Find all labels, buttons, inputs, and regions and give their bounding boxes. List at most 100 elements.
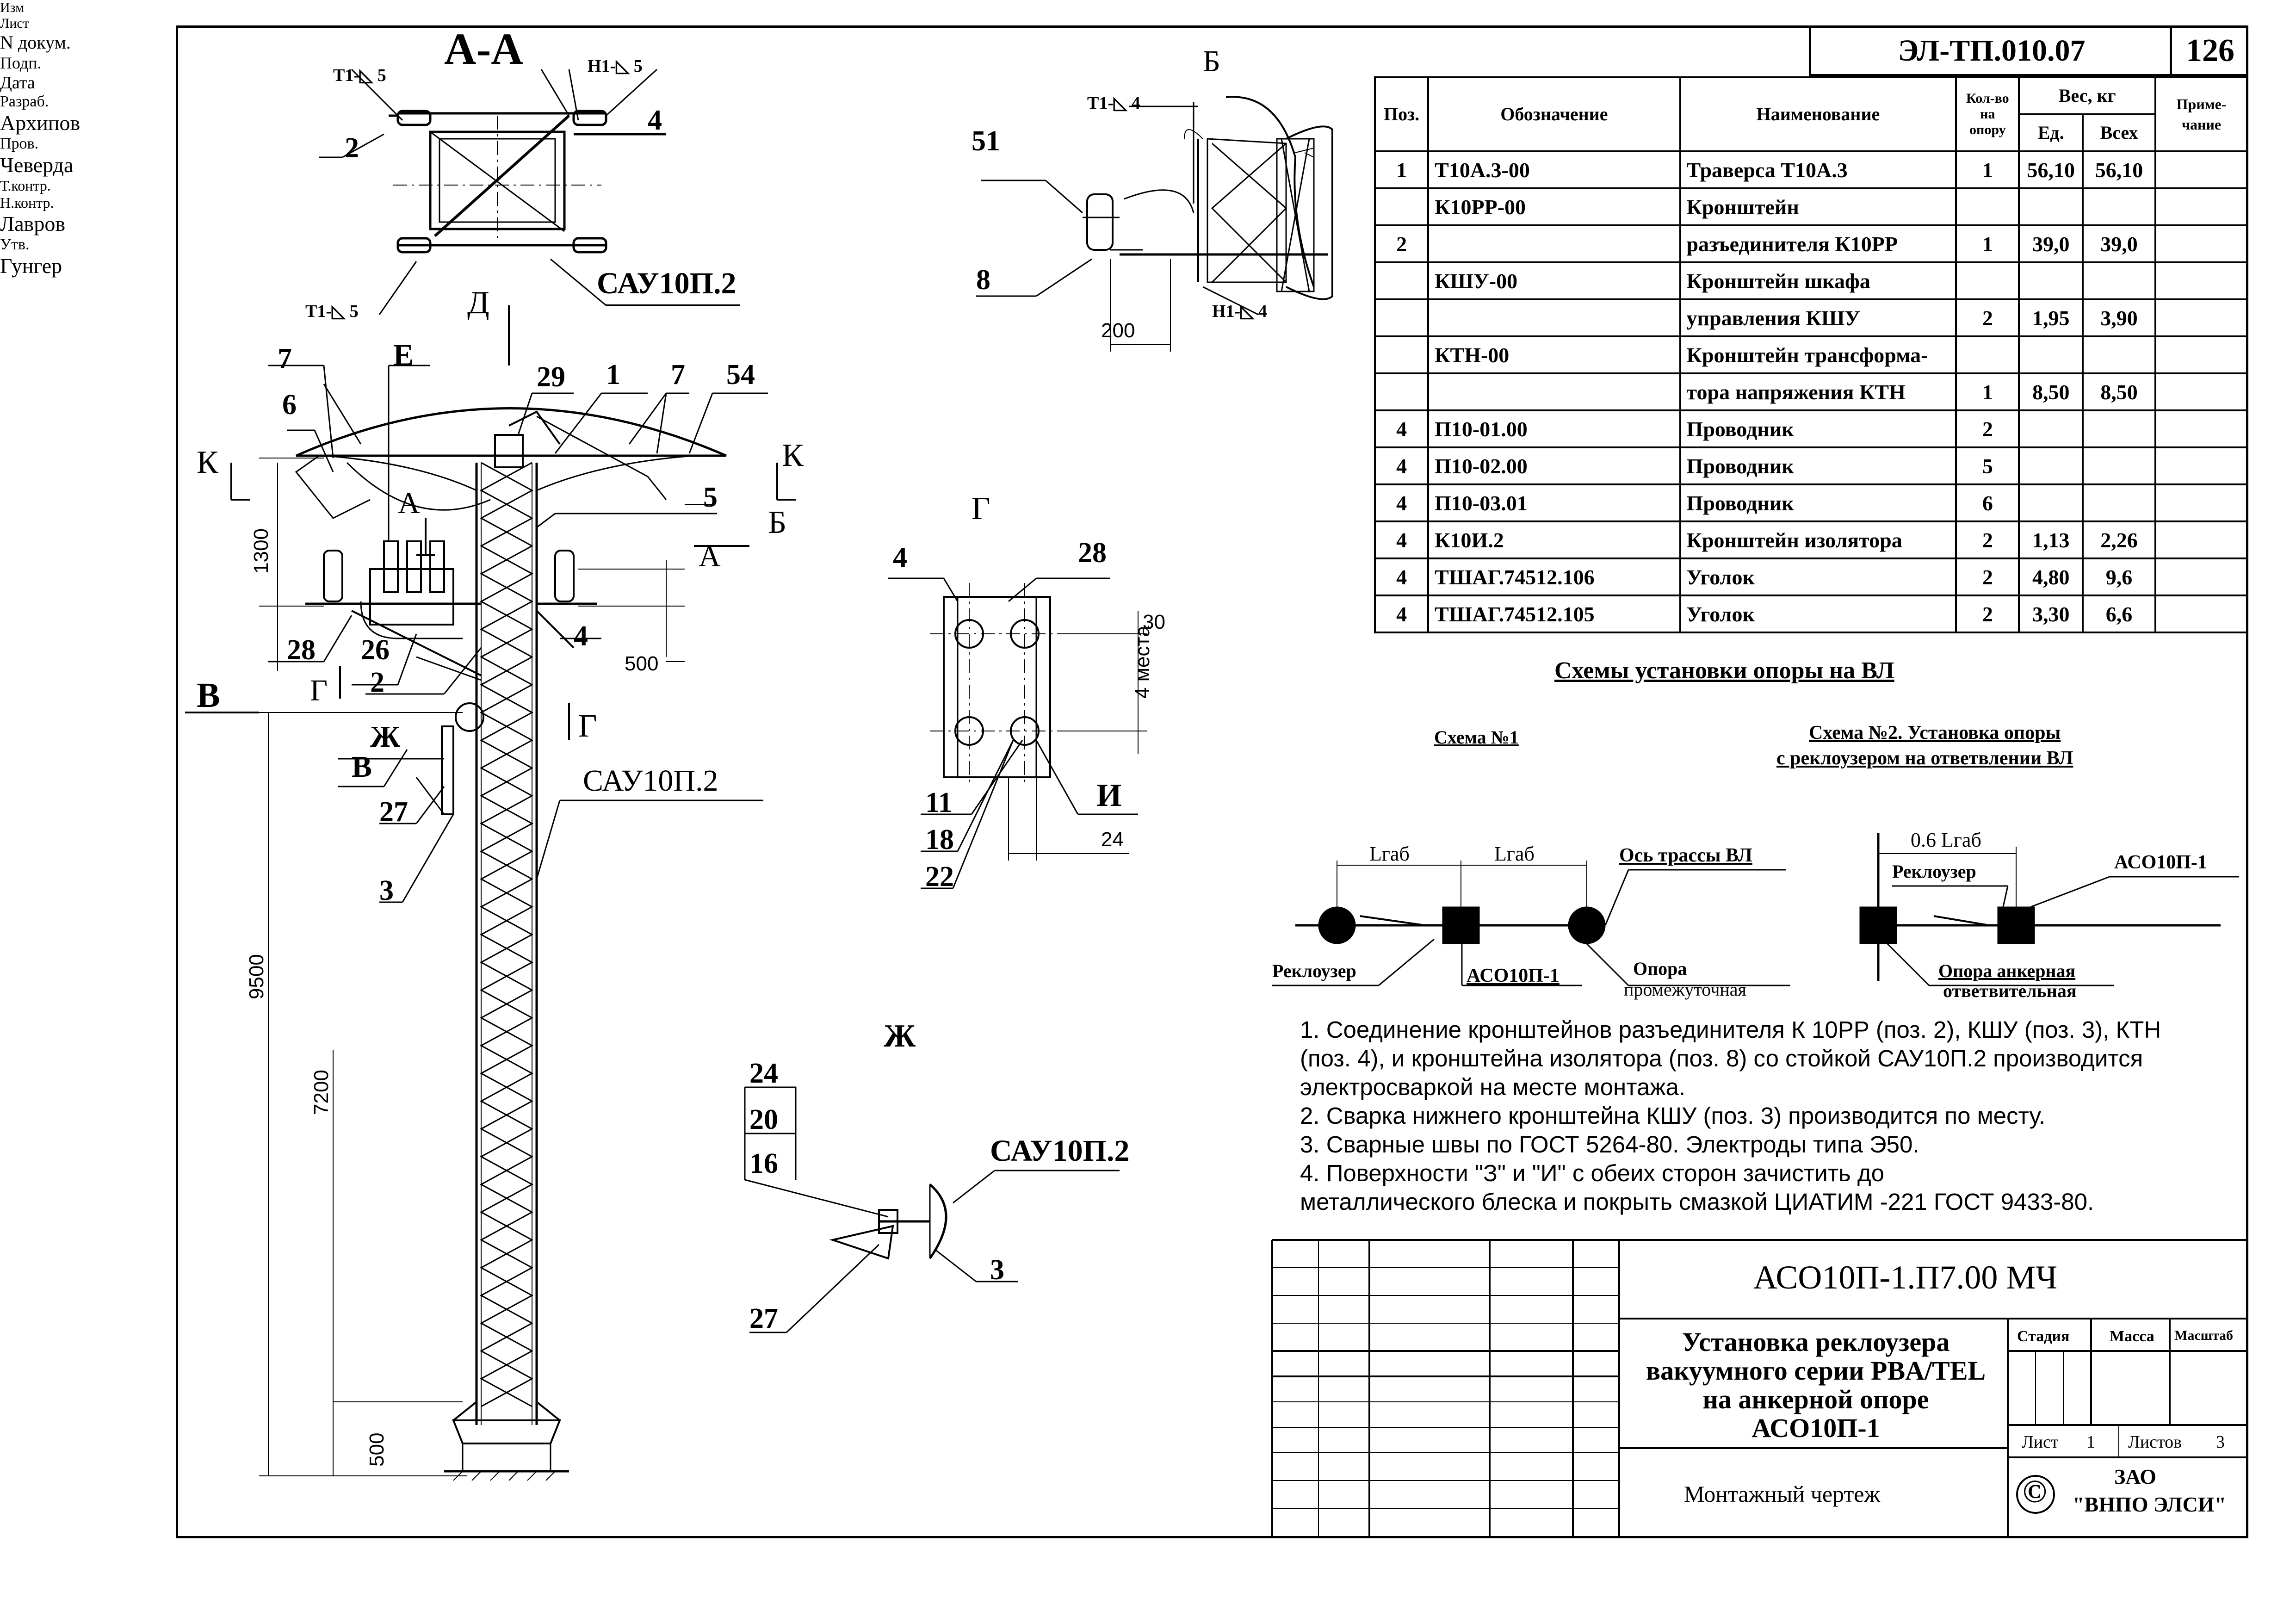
tb-razrab: Разраб. — [0, 93, 49, 110]
scheme-1-title: Схема №1 — [1434, 727, 1519, 748]
view-d-arrow-label: Д — [467, 285, 489, 321]
recloser-label-2: Реклоузер — [1892, 861, 1976, 882]
pos-4-main: 4 — [574, 620, 588, 652]
dim-24: 24 — [1101, 828, 1124, 851]
pos-2-aa: 2 — [345, 132, 359, 164]
pos-28-main: 28 — [287, 634, 316, 666]
axis-label: Ось трассы ВЛ — [1619, 845, 1752, 866]
tb-sheet-val: 1 — [2086, 1432, 2095, 1452]
sau-label-main: САУ10П.2 — [583, 764, 718, 798]
weld-mark-n1-4: Н1-◺ 4 — [1212, 302, 1267, 321]
pos-5: 5 — [703, 482, 718, 513]
col-weight: Вес, кг — [2018, 76, 2157, 115]
tb-ndoc: N докум. — [0, 32, 71, 53]
support-inter-1: Опора — [1633, 958, 1687, 979]
pos-3-zh: 3 — [990, 1254, 1004, 1286]
aso-label-2: АСО10П-1 — [2114, 852, 2207, 873]
col-unit: Ед. — [2018, 113, 2084, 152]
view-g-arrow-right: Г — [578, 708, 597, 744]
tb-title-3: на анкерной опоре — [1702, 1384, 1929, 1414]
view-b-arrow-label: Б — [768, 505, 787, 540]
note-line: электросваркой на месте монтажа. — [1300, 1074, 1685, 1100]
tb-sheet-label: Лист — [2022, 1432, 2059, 1452]
section-aa-title: А-А — [444, 24, 523, 74]
pos-20: 20 — [749, 1104, 778, 1135]
tb-company-1: ЗАО — [2114, 1465, 2156, 1488]
dim-4-mesta: 4 места — [1131, 626, 1154, 699]
pos-18: 18 — [925, 824, 954, 855]
section-a-top: А — [398, 486, 420, 520]
tb-sheets-label: Листов — [2128, 1432, 2182, 1452]
tb-list: Лист — [0, 16, 29, 31]
tb-code: АСО10П-1.П7.00 МЧ — [1753, 1259, 2058, 1296]
tb-doc-type: Монтажный чертеж — [1684, 1481, 1881, 1507]
sau-label-aa: САУ10П.2 — [597, 266, 736, 300]
scheme-2-title-line1: Схема №2. Установка опоры — [1809, 722, 2061, 743]
pos-54: 54 — [726, 359, 755, 390]
notes-block: 1. Соединение кронштейнов разъединителя … — [1300, 1016, 2161, 1216]
recloser-label-1: Реклоузер — [1272, 960, 1356, 981]
lgab-1: Lгаб — [1369, 842, 1410, 865]
pos-8: 8 — [976, 264, 990, 296]
view-zh-graphic — [744, 1086, 1120, 1333]
pos-7-left: 7 — [278, 343, 292, 374]
support-inter-2: промежуточная — [1624, 979, 1746, 1000]
pos-29: 29 — [537, 361, 565, 393]
lgab-06: 0.6 Lгаб — [1911, 829, 1981, 851]
aso-label-1: АСО10П-1 — [1467, 965, 1560, 986]
pos-28-g: 28 — [1078, 537, 1107, 569]
drawing-frame — [176, 25, 2248, 1538]
view-g-title: Г — [972, 491, 990, 527]
scheme-2-title-line2: с реклоузером на ответвлении ВЛ — [1776, 748, 2073, 769]
tb-date: Дата — [0, 73, 35, 93]
view-e-label: Е — [393, 338, 414, 372]
sau-label-zh: САУ10П.2 — [990, 1134, 1130, 1168]
view-g-arrow-left: Г — [310, 674, 328, 707]
view-g-graphic — [888, 577, 1147, 889]
col-pos: Поз. — [1374, 76, 1430, 152]
tb-sheets-val: 3 — [2216, 1432, 2225, 1452]
dim-500-bottom: 500 — [365, 1432, 388, 1467]
tb-title-2: вакуумного серии PBA/TEL — [1646, 1356, 1986, 1386]
pos-11: 11 — [925, 787, 953, 818]
view-b-title: Б — [1203, 44, 1220, 78]
section-a-right: А — [699, 539, 721, 573]
col-designation: Обозначение — [1427, 76, 1681, 152]
weld-mark-t1-4: Т1-◺ 4 — [1087, 93, 1140, 113]
pos-26: 26 — [361, 634, 390, 666]
sheet-number-top: 126 — [2170, 28, 2248, 76]
col-name: Наименование — [1679, 76, 1957, 152]
section-k-left: К — [197, 445, 218, 480]
tb-title-4: АСО10П-1 — [1751, 1413, 1880, 1443]
note-line: 1. Соединение кронштейнов разъединителя … — [1300, 1016, 2161, 1043]
tb-masshtab: Масштаб — [2174, 1328, 2234, 1343]
dim-200: 200 — [1101, 319, 1135, 342]
tb-razrab-name: Архипов — [0, 111, 80, 135]
view-v-label-small: В — [352, 750, 372, 784]
tb-nkontr-name: Лавров — [0, 212, 66, 235]
doc-number: ЭЛ-ТП.010.07 — [1809, 28, 2172, 76]
pos-3-main: 3 — [379, 875, 394, 906]
tb-massa: Масса — [2110, 1328, 2154, 1345]
pos-22: 22 — [925, 861, 954, 892]
view-v-arrow-label: В — [197, 676, 220, 715]
note-line: 3. Сварные швы по ГОСТ 5264-80. Электрод… — [1300, 1131, 1919, 1158]
weld-mark-t1-5-bottom: Т1-◺ 5 — [305, 302, 359, 321]
pos-27-zh: 27 — [749, 1303, 778, 1334]
section-k-right: К — [782, 438, 804, 473]
note-line: 2. Сварка нижнего кронштейна КШУ (поз. 3… — [1300, 1103, 2046, 1129]
title-block-lines — [1271, 1239, 2248, 1536]
section-aa-graphic — [319, 68, 740, 315]
support-anchor-2: ответвительная — [1943, 980, 2077, 1001]
